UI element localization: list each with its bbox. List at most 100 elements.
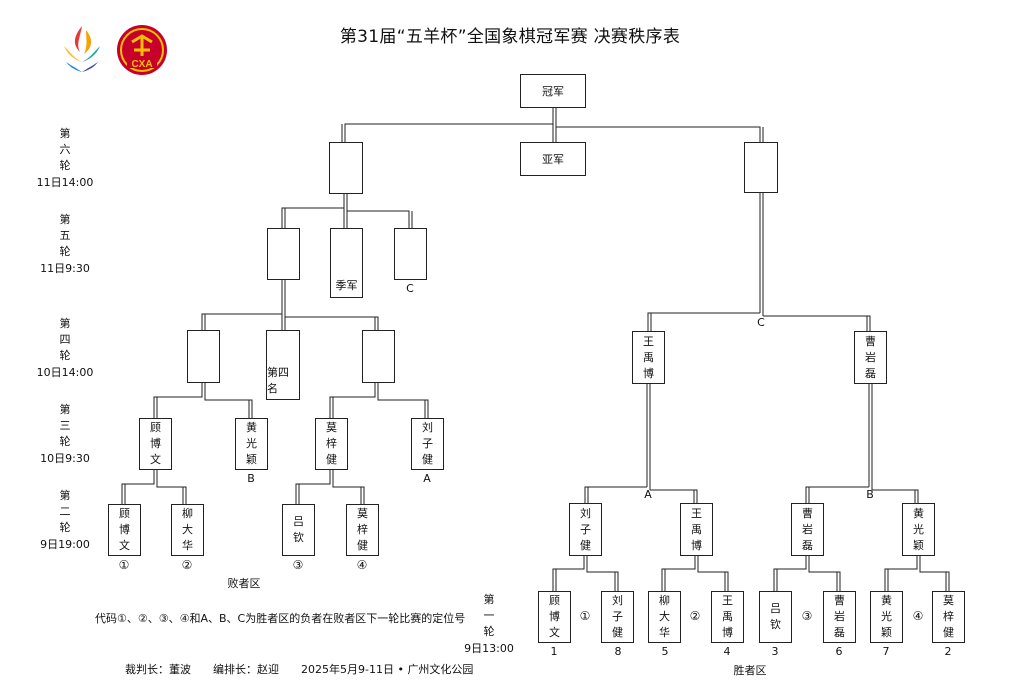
- player-name: 刘子健: [422, 421, 433, 466]
- round2-winner-box-1: 刘子健: [569, 503, 602, 556]
- round1-box-7: 黄光颖: [870, 591, 903, 643]
- round3-box-4: 刘子健: [411, 418, 444, 470]
- round2-winner-box-4: 黄光颖: [902, 503, 935, 556]
- fourth-place-label: 第四名: [267, 366, 289, 395]
- round-label-4: 第四轮 10日14:00: [30, 316, 100, 381]
- code-a-winner: A: [644, 488, 652, 501]
- runner-up-box: 亚军: [520, 142, 586, 176]
- runner-up-label: 亚军: [542, 153, 564, 166]
- third-place-box: 季军: [330, 228, 363, 298]
- loser-area-label: 败者区: [227, 577, 261, 590]
- round3-box-1: 顾博文: [139, 418, 172, 470]
- player-name: 莫梓健: [326, 421, 337, 466]
- fourth-place-box: 第四名: [266, 330, 300, 400]
- position-code: ③: [801, 609, 813, 623]
- round2-loser-box-1: 顾博文: [108, 504, 141, 556]
- round4-winner-box-2: 曹岩磊: [854, 331, 887, 384]
- player-name: 顾博文: [119, 507, 130, 552]
- round1-box-1: 顾博文: [538, 591, 571, 643]
- player-name: 莫梓健: [943, 594, 954, 639]
- flame-logo-icon: [64, 26, 100, 72]
- code-a-loser: A: [423, 472, 431, 485]
- seed-number: 2: [944, 645, 952, 658]
- round-label-text: 第五轮: [59, 213, 71, 258]
- position-code: ④: [912, 609, 924, 623]
- champion-box: 冠军: [520, 74, 586, 108]
- position-code: ②: [689, 609, 701, 623]
- round2-loser-box-2: 柳大华: [171, 504, 204, 556]
- player-name: 黄光颖: [913, 506, 924, 552]
- code-c-winner: C: [757, 316, 765, 329]
- player-name: 曹岩磊: [802, 506, 813, 552]
- round-label-text: 第四轮: [59, 317, 71, 362]
- round3-box-2: 黄光颖: [235, 418, 268, 470]
- code-b-loser: B: [247, 472, 255, 485]
- round-time: 11日9:30: [40, 262, 90, 275]
- position-code: ②: [181, 558, 193, 572]
- round2-loser-box-4: 莫梓健: [346, 504, 379, 556]
- player-name: 王禹博: [643, 334, 654, 380]
- champion-label: 冠军: [542, 85, 564, 98]
- round1-box-4: 王禹博: [711, 591, 744, 643]
- round6-left-box: [329, 142, 363, 194]
- player-name: 曹岩磊: [865, 334, 876, 380]
- seed-number: 3: [771, 645, 779, 658]
- round-label-text: 第一轮: [483, 593, 495, 638]
- round-time: 11日14:00: [36, 176, 94, 189]
- seed-number: 6: [835, 645, 843, 658]
- code-b-winner: B: [866, 488, 874, 501]
- third-place-label: 季军: [335, 279, 358, 292]
- round5-box-3: [394, 228, 427, 280]
- player-name: 吕钦: [770, 602, 781, 631]
- code-c-loser: C: [406, 282, 414, 295]
- round2-winner-box-2: 王禹博: [680, 503, 713, 556]
- player-name: 刘子健: [580, 506, 591, 552]
- round5-box-1: [267, 228, 300, 280]
- player-name: 莫梓健: [357, 507, 368, 552]
- player-name: 黄光颖: [881, 594, 892, 639]
- svg-text:CXA: CXA: [131, 59, 152, 70]
- player-name: 王禹博: [691, 506, 702, 552]
- winner-area-label: 胜者区: [733, 664, 767, 677]
- round-time: 10日9:30: [40, 452, 90, 465]
- player-name: 刘子健: [612, 594, 623, 639]
- player-name: 曹岩磊: [834, 594, 845, 639]
- round-label-text: 第二轮: [59, 489, 71, 534]
- round4-loser-box-1: [187, 330, 220, 383]
- player-name: 顾博文: [150, 421, 161, 466]
- round1-box-8: 莫梓健: [932, 591, 965, 643]
- round6-right-box: [744, 142, 778, 193]
- round-label-text: 第六轮: [59, 127, 71, 172]
- round1-box-6: 曹岩磊: [823, 591, 856, 643]
- player-name: 王禹博: [722, 594, 733, 639]
- position-code: ③: [292, 558, 304, 572]
- round-time: 10日14:00: [36, 366, 94, 379]
- code-explanation-note: 代码①、②、③、④和A、B、C为胜者区的负者在败者区下一轮比赛的定位号: [95, 612, 466, 625]
- seed-number: 4: [723, 645, 731, 658]
- seed-number: 5: [661, 645, 669, 658]
- round-label-6: 第六轮 11日14:00: [30, 126, 100, 191]
- round2-loser-box-3: 吕钦: [282, 504, 315, 556]
- player-name: 柳大华: [659, 594, 670, 639]
- footer-credits: 裁判长：董波 编排长：赵迎 2025年5月9-11日 • 广州文化公园: [125, 663, 474, 676]
- round1-box-2: 刘子健: [601, 591, 634, 643]
- position-code: ①: [579, 609, 591, 623]
- round2-winner-box-3: 曹岩磊: [791, 503, 824, 556]
- cxa-emblem-icon: CXA: [117, 25, 167, 75]
- round4-winner-box-1: 王禹博: [632, 331, 665, 384]
- page-title: 第31届“五羊杯”全国象棋冠军赛 决赛秩序表: [339, 27, 681, 47]
- player-name: 顾博文: [549, 594, 560, 639]
- player-name: 柳大华: [182, 507, 193, 552]
- round1-box-5: 吕钦: [759, 591, 792, 643]
- seed-number: 8: [614, 645, 622, 658]
- round4-loser-box-2: [362, 330, 395, 383]
- round3-box-3: 莫梓健: [315, 418, 348, 470]
- player-name: 黄光颖: [246, 421, 257, 466]
- round1-box-3: 柳大华: [648, 591, 681, 643]
- round-label-5: 第五轮 11日9:30: [30, 212, 100, 277]
